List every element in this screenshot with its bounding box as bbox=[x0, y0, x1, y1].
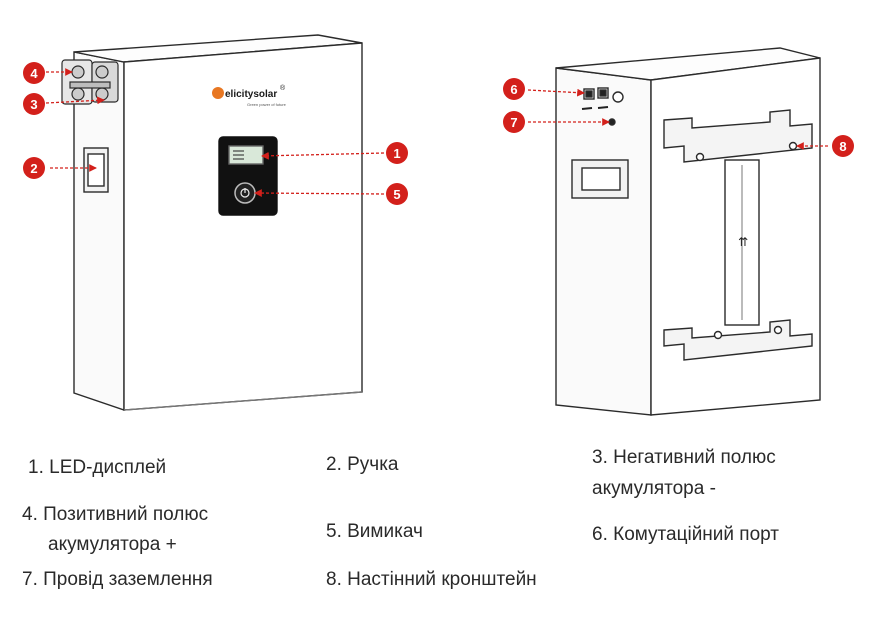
callout-lines bbox=[45, 68, 828, 197]
leader-line-5 bbox=[254, 189, 385, 197]
logo-text: elicitysolar bbox=[225, 89, 277, 100]
callout-number-6: 6 bbox=[510, 82, 517, 97]
front-terminals bbox=[61, 59, 119, 105]
legend-item-1-text: 1. LED-дисплей bbox=[28, 457, 167, 478]
callout-badge-1: 1 bbox=[386, 142, 408, 164]
front-battery-unit bbox=[61, 34, 363, 411]
callout-badge-2: 2 bbox=[23, 157, 45, 179]
callout-number-8: 8 bbox=[839, 139, 846, 154]
legend-item-2: 2. Ручка bbox=[326, 452, 399, 478]
legend-item-4-line-1: 4. Позитивний полюс bbox=[22, 504, 209, 525]
front-unit-side-face bbox=[73, 51, 125, 411]
callout-badge-7: 7 bbox=[503, 111, 525, 133]
callout-badge-5: 5 bbox=[386, 183, 408, 205]
logo-registered-mark: ® bbox=[280, 84, 286, 92]
legend-item-3-line-1: 3. Негативний полюс bbox=[592, 447, 776, 468]
leader-line-1 bbox=[261, 151, 385, 160]
legend-item-3: 3. Негативний полюс акумулятора - bbox=[592, 442, 776, 504]
back-battery-unit: ⇈ bbox=[555, 47, 821, 416]
callout-number-3: 3 bbox=[30, 97, 37, 112]
leader-line-6 bbox=[527, 88, 585, 97]
wall-bracket-top bbox=[663, 109, 813, 163]
callout-number-5: 5 bbox=[393, 187, 400, 202]
callout-number-2: 2 bbox=[30, 161, 37, 176]
callout-number-1: 1 bbox=[393, 146, 400, 161]
legend-item-6-text: 6. Комутаційний порт bbox=[592, 524, 780, 545]
legend-item-5: 5. Вимикач bbox=[326, 519, 423, 545]
legend-item-4: 4. Позитивний полюс акумулятора + bbox=[22, 500, 208, 560]
legend-item-8: 8. Настінний кронштейн bbox=[326, 567, 537, 593]
callout-badge-4: 4 bbox=[23, 62, 45, 84]
lift-symbol-icon: ⇈ bbox=[738, 235, 748, 249]
legend-item-7-text: 7. Провід заземлення bbox=[22, 569, 213, 590]
callout-badge-8: 8 bbox=[832, 135, 854, 157]
logo-f-icon bbox=[212, 87, 224, 99]
callout-badge-3: 3 bbox=[23, 93, 45, 115]
legend-item-1: 1. LED-дисплей bbox=[28, 455, 166, 481]
legend-item-3-line-2: акумулятора - bbox=[592, 478, 716, 499]
logo-tagline: Green power of future bbox=[247, 102, 287, 107]
back-unit-side-face bbox=[555, 67, 652, 416]
legend-item-2-text: 2. Ручка bbox=[326, 454, 399, 475]
legend-item-5-text: 5. Вимикач bbox=[326, 521, 423, 542]
legend-item-4-line-2: акумулятора + bbox=[48, 534, 177, 555]
ground-screw bbox=[612, 91, 624, 103]
legend-item-7: 7. Провід заземлення bbox=[22, 567, 213, 593]
callout-number-7: 7 bbox=[510, 115, 517, 130]
legend-item-6: 6. Комутаційний порт bbox=[592, 522, 779, 548]
callout-number-4: 4 bbox=[30, 66, 38, 81]
brand-logo: elicitysolar ® Green power of future bbox=[212, 84, 287, 107]
legend-item-8-text: 8. Настінний кронштейн bbox=[326, 569, 537, 590]
callout-badge-6: 6 bbox=[503, 78, 525, 100]
